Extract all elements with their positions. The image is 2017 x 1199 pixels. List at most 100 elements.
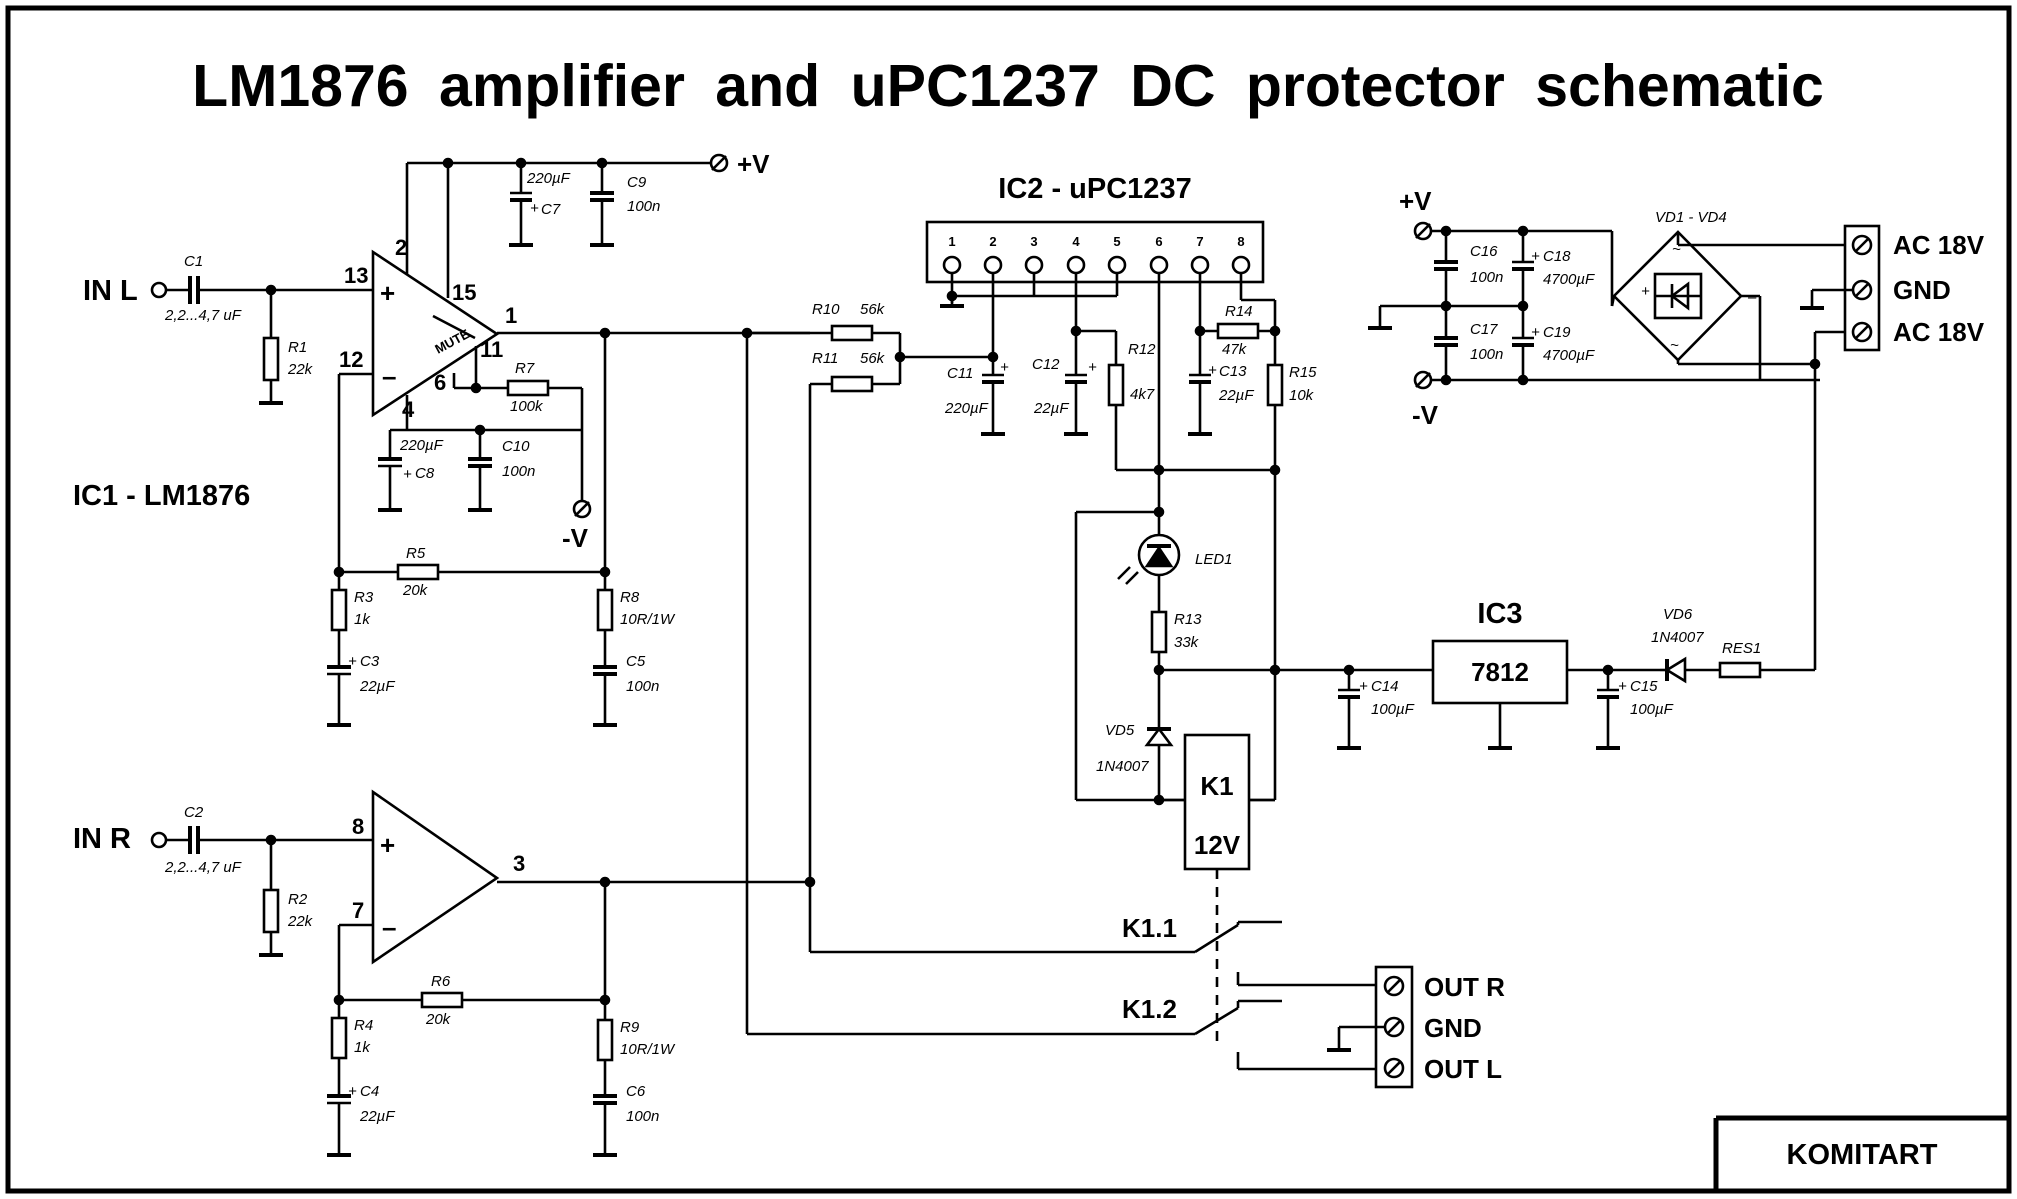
bridge-name: VD1 - VD4 <box>1655 209 1727 226</box>
c9-value: 100n <box>627 198 660 215</box>
terminal-slash <box>1386 978 1402 994</box>
r12-value: 4k7 <box>1130 386 1155 403</box>
ac-18v-bottom-label: AC 18V <box>1893 317 1985 347</box>
r6-name: R6 <box>431 973 451 990</box>
amp-right: + – <box>371 789 500 965</box>
r15-value: 10k <box>1289 387 1315 404</box>
resistor-r4 <box>330 1016 348 1060</box>
c7-polarity: + <box>530 200 539 217</box>
out-l-label: OUT L <box>1424 1054 1502 1084</box>
psu-plus-v-label: +V <box>1399 186 1432 216</box>
ic2-pin-4: 4 <box>1072 234 1080 249</box>
c12-polarity: + <box>1088 359 1097 376</box>
opamp-right-plus: + <box>380 830 395 860</box>
r3-value: 1k <box>354 611 371 628</box>
r7-name: R7 <box>515 360 535 377</box>
junction-dot <box>1517 374 1529 386</box>
c12-value: 22µF <box>1033 400 1069 417</box>
c19-value: 4700µF <box>1543 347 1595 364</box>
pin-11-label: 11 <box>480 337 503 362</box>
out-r-label: OUT R <box>1424 972 1505 1002</box>
ic2-pin-3: 3 <box>1030 234 1037 249</box>
junction-dot <box>442 157 454 169</box>
resistor-r3 <box>330 588 348 632</box>
terminal-slash <box>1415 372 1431 388</box>
bridge-minus-mark: – <box>1747 289 1757 306</box>
c4-polarity: + <box>348 1083 357 1100</box>
c8-value: 220µF <box>399 437 444 454</box>
relay-k1 <box>1183 733 1251 871</box>
r9-name: R9 <box>620 1019 640 1036</box>
r1-value: 22k <box>287 361 314 378</box>
c11-name: C11 <box>947 365 973 382</box>
c17-name: C17 <box>1470 321 1498 338</box>
ic2-pad-4 <box>1066 255 1086 275</box>
r14-name: R14 <box>1225 303 1253 320</box>
vd6-value: 1N4007 <box>1651 629 1704 646</box>
ic2-body <box>925 220 1265 284</box>
resistor-r10 <box>830 324 874 342</box>
mute-divider <box>432 314 476 340</box>
c3-polarity: + <box>348 653 357 670</box>
c9-name: C9 <box>627 174 647 191</box>
r10-name: R10 <box>812 301 840 318</box>
ac-18v-top-label: AC 18V <box>1893 230 1985 260</box>
junction-dot <box>1517 300 1529 312</box>
c18-name: C18 <box>1543 248 1571 265</box>
relay-k1-voltage: 12V <box>1194 830 1241 860</box>
resistor-r12 <box>1107 363 1125 407</box>
ic2-pad-3 <box>1024 255 1044 275</box>
ic2-pin-2: 2 <box>989 234 996 249</box>
resistor-r15 <box>1266 363 1284 407</box>
bridge-ac-mark-bottom: ~ <box>1670 337 1679 354</box>
c10-name: C10 <box>502 438 530 455</box>
pin-8-label: 8 <box>352 814 364 839</box>
relay-k1-name: K1 <box>1200 771 1233 801</box>
led1-ray <box>1125 571 1139 585</box>
resistor-r1 <box>262 336 280 382</box>
c3-name: C3 <box>360 653 380 670</box>
c19-polarity: + <box>1531 324 1540 341</box>
c5-value: 100n <box>626 678 659 695</box>
c10-value: 100n <box>502 463 535 480</box>
terminal-slash <box>1386 1019 1402 1035</box>
capacitor-c1 <box>188 276 200 304</box>
res1-name: RES1 <box>1722 640 1761 657</box>
terminal-slash <box>1415 223 1431 239</box>
ic2-label: IC2 - uPC1237 <box>998 173 1191 205</box>
c13-value: 22µF <box>1218 387 1254 404</box>
ic2-pin-6: 6 <box>1155 234 1162 249</box>
c17-value: 100n <box>1470 346 1503 363</box>
resistor-r7 <box>506 379 550 397</box>
c1-value: 2,2...4,7 uF <box>164 307 242 324</box>
pin-1-label: 1 <box>505 303 517 328</box>
c15-polarity: + <box>1618 678 1627 695</box>
c1-name: C1 <box>184 253 203 270</box>
out-gnd-label: GND <box>1424 1013 1482 1043</box>
r6-value: 20k <box>425 1011 452 1028</box>
resistor-r8 <box>596 588 614 632</box>
opamp-left-minus: – <box>382 361 396 391</box>
input-left-jack[interactable] <box>150 281 168 299</box>
resistor-r6 <box>420 991 464 1009</box>
r8-value: 10R/1W <box>620 611 676 628</box>
vd5-name: VD5 <box>1105 722 1135 739</box>
c13-polarity: + <box>1208 362 1217 379</box>
vd6-name: VD6 <box>1663 606 1693 623</box>
terminal-slash <box>1386 1060 1402 1076</box>
minus-v-label: -V <box>562 523 589 553</box>
opamp-left-symbol <box>371 249 500 418</box>
bridge-ac-mark-top: ~ <box>1672 241 1681 258</box>
c3-value: 22µF <box>359 678 395 695</box>
c4-value: 22µF <box>359 1108 395 1125</box>
c16-name: C16 <box>1470 243 1498 260</box>
drawing-frame <box>5 5 2012 1194</box>
input-right-jack[interactable] <box>150 831 168 849</box>
ic3-part: 7812 <box>1471 657 1529 687</box>
input-right-label: IN R <box>73 823 131 855</box>
ic2-pad-5 <box>1107 255 1127 275</box>
r15-name: R15 <box>1289 364 1317 381</box>
r12-name: R12 <box>1128 341 1156 358</box>
terminal-slash <box>1854 282 1870 298</box>
